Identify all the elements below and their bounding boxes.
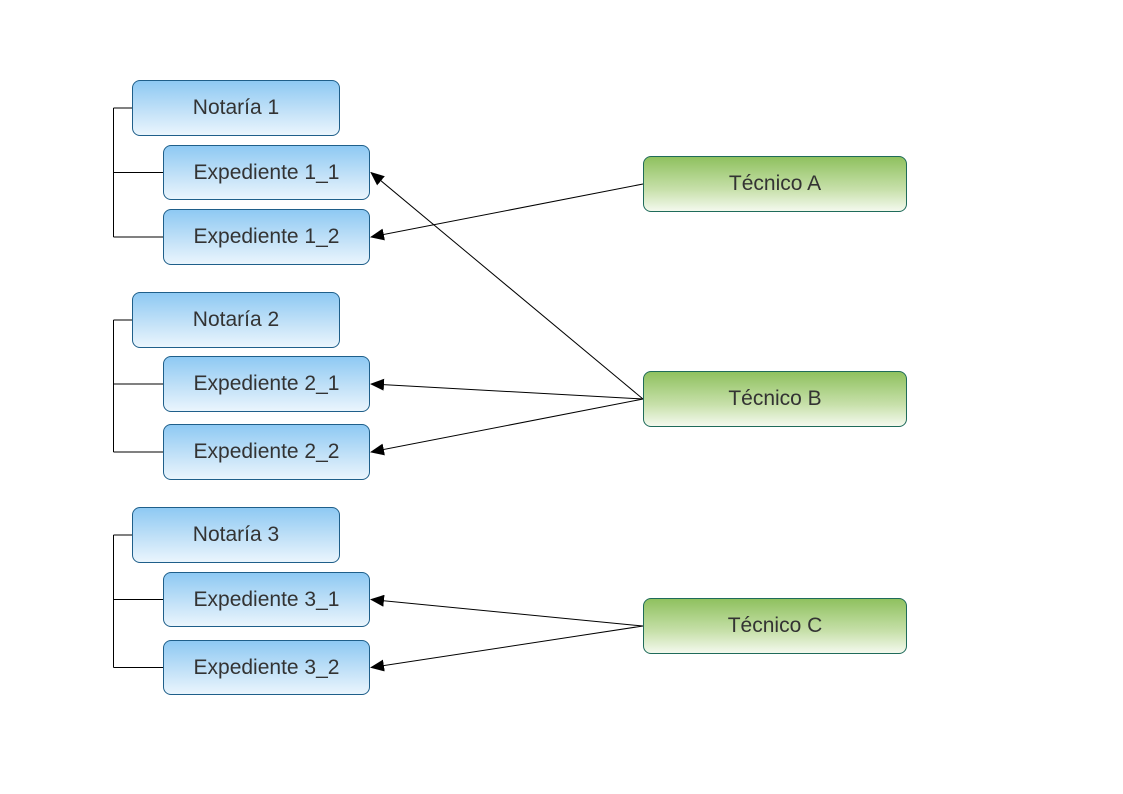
arrow-tB-to-e11	[370, 171, 644, 400]
expediente-3-1-label: Expediente 3_1	[193, 587, 340, 611]
notaria-3-box: Notaría 3	[132, 507, 340, 563]
expediente-2-2-label: Expediente 2_2	[193, 440, 340, 463]
expediente-2-1-label: Expediente 2_1	[193, 372, 340, 395]
expediente-2-2-box: Expediente 2_2	[163, 424, 370, 480]
expediente-1-2-label: Expediente 1_2	[193, 225, 340, 248]
notaria-1-box: Notaría 1	[132, 80, 340, 136]
tecnico-a-box: Técnico A	[643, 156, 907, 212]
expediente-3-2-label: Expediente 3_2	[193, 655, 340, 679]
expediente-1-2-box: Expediente 1_2	[163, 209, 370, 265]
expediente-1-1-label: Expediente 1_1	[193, 160, 340, 184]
expediente-1-1-box: Expediente 1_1	[163, 145, 370, 200]
expediente-3-2-box: Expediente 3_2	[163, 640, 370, 695]
notaria-2-label: Notaría 2	[192, 308, 280, 331]
arrow-tC-to-e31	[370, 594, 644, 627]
tecnico-c-box: Técnico C	[643, 598, 907, 654]
arrow-tB-to-e21	[370, 378, 644, 400]
expediente-3-1-box: Expediente 3_1	[163, 572, 370, 627]
tecnico-c-label: Técnico C	[727, 614, 823, 637]
tecnico-a-label: Técnico A	[728, 172, 822, 195]
arrow-tC-to-e32	[370, 625, 644, 672]
notaria-3-label: Notaría 3	[192, 523, 280, 546]
tecnico-b-box: Técnico B	[643, 371, 907, 427]
expediente-2-1-box: Expediente 2_1	[163, 356, 370, 412]
arrow-tA-to-e12	[370, 183, 644, 241]
arrow-tB-to-e22	[370, 398, 644, 456]
tecnico-b-label: Técnico B	[728, 387, 822, 410]
notaria-1-label: Notaría 1	[192, 96, 280, 119]
notaria-2-box: Notaría 2	[132, 292, 340, 348]
